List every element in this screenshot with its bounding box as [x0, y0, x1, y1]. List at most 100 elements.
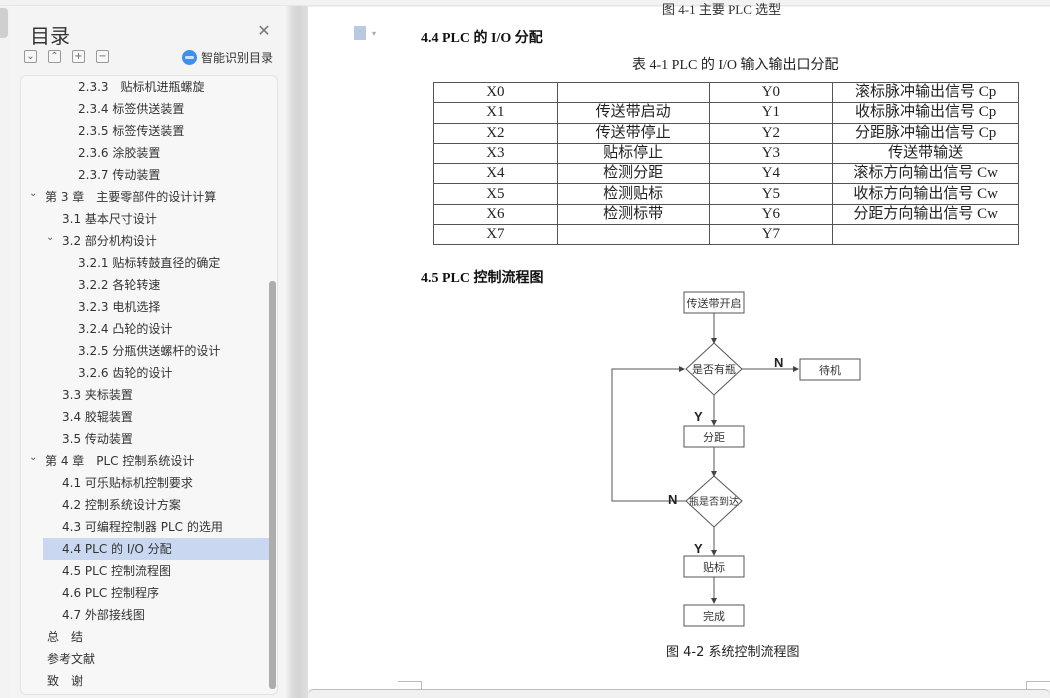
- toc-item[interactable]: 3.2.6 齿轮的设计: [21, 362, 269, 384]
- toc-item[interactable]: 2.3.7 传动装置: [21, 164, 269, 186]
- input-address-cell: X1: [433, 102, 558, 124]
- chevron-down-icon[interactable]: ▾: [372, 29, 377, 38]
- toc-item[interactable]: 4.5 PLC 控制流程图: [21, 560, 269, 582]
- toc-item-label: 4.6 PLC 控制程序: [62, 586, 160, 600]
- zoom-in-button[interactable]: +: [72, 50, 85, 63]
- sidebar-title: 目录: [30, 24, 70, 48]
- toc-item[interactable]: 2.3.5 标签传送装置: [21, 120, 269, 142]
- toc-item[interactable]: 4.3 可编程控制器 PLC 的选用: [21, 516, 269, 538]
- document-icon[interactable]: [354, 26, 366, 40]
- toc-item-label: 3.2.1 贴标转鼓直径的确定: [78, 256, 221, 270]
- toc-item[interactable]: 总 结: [21, 626, 269, 648]
- input-function-cell: 贴标停止: [556, 142, 710, 165]
- toc-item[interactable]: 3.4 胶辊装置: [21, 406, 269, 428]
- output-function-cell: 滚标脉冲输出信号 Cp: [832, 81, 1019, 104]
- flow-separate-text: 分距: [703, 431, 725, 444]
- expand-all-button[interactable]: ⌃: [48, 50, 61, 63]
- input-address-cell: X5: [433, 183, 558, 205]
- flow-label-text: 贴标: [703, 560, 725, 574]
- input-function-cell: 检测贴标: [556, 183, 710, 205]
- toc-sidebar: 目录 ✕ ⌄ ⌃ + − 智能识别目录 2.3.3 贴标机进瓶螺旋 2.3.4 标…: [10, 6, 286, 698]
- toc-scrollbar[interactable]: [269, 281, 276, 689]
- toc-item[interactable]: ⌄第 4 章 PLC 控制系统设计: [21, 450, 269, 472]
- toc-item[interactable]: 4.2 控制系统设计方案: [21, 494, 269, 516]
- toc-item-label: 第 3 章 主要零部件的设计计算: [45, 190, 217, 204]
- output-function-cell: 滚标方向输出信号 Cw: [832, 163, 1019, 185]
- toc-item-label: 4.1 可乐贴标机控制要求: [62, 476, 193, 490]
- toc-item[interactable]: 3.1 基本尺寸设计: [21, 208, 269, 230]
- input-function-cell: 检测分距: [556, 163, 710, 185]
- close-icon[interactable]: ✕: [257, 21, 271, 40]
- horizontal-scrollbar[interactable]: [308, 689, 1050, 698]
- toc-item[interactable]: 4.7 外部接线图: [21, 604, 269, 626]
- toc-item[interactable]: 4.1 可乐贴标机控制要求: [21, 472, 269, 494]
- toc-item-label: 2.3.4 标签供送装置: [78, 102, 185, 116]
- toc-item[interactable]: 2.3.4 标签供送装置: [21, 98, 269, 120]
- input-address-cell: X4: [433, 163, 558, 185]
- output-address-cell: Y6: [708, 203, 834, 226]
- output-address-cell: Y1: [708, 102, 834, 124]
- toc-item-label: 3.5 传动装置: [62, 432, 133, 446]
- output-function-cell: 传送带输送: [832, 142, 1019, 165]
- toc-item[interactable]: ⌄3.2 部分机构设计: [21, 230, 269, 252]
- toc-item-label: 参考文献: [47, 652, 96, 666]
- chevron-down-icon[interactable]: ⌄: [29, 452, 38, 463]
- flow-start-text: 传送带开启: [687, 296, 742, 310]
- toc-item-label: 3.2.5 分瓶供送螺杆的设计: [78, 344, 221, 358]
- toc-item[interactable]: 4.6 PLC 控制程序: [21, 582, 269, 604]
- toc-item[interactable]: 3.2.2 各轮转速: [21, 274, 269, 296]
- smart-toc-icon: [182, 50, 197, 65]
- toc-item[interactable]: 3.2.5 分瓶供送螺杆的设计: [21, 340, 269, 362]
- smart-toc-button[interactable]: 智能识别目录: [182, 49, 273, 66]
- toc-item-label: 3.4 胶辊装置: [62, 410, 133, 424]
- toc-item-label: 2.3.5 标签传送装置: [78, 124, 185, 138]
- toc-item-label: 2.3.6 涂胶装置: [78, 146, 161, 160]
- toc-item[interactable]: 2.3.3 贴标机进瓶螺旋: [21, 76, 269, 98]
- table-caption: 表 4-1 PLC 的 I/O 输入输出口分配: [632, 58, 839, 73]
- top-toolbar-strip: [0, 0, 1050, 6]
- input-function-cell: 检测标带: [556, 203, 710, 226]
- zoom-out-button[interactable]: −: [96, 50, 109, 63]
- output-address-cell: Y3: [708, 142, 834, 165]
- chevron-down-icon[interactable]: ⌄: [29, 188, 38, 199]
- toc-item[interactable]: 3.2.4 凸轮的设计: [21, 318, 269, 340]
- input-address-cell: X3: [433, 142, 558, 165]
- page-corner-mark: [1026, 681, 1050, 693]
- left-rail-handle[interactable]: [0, 8, 8, 38]
- collapse-all-button[interactable]: ⌄: [24, 50, 37, 63]
- toc-item-label: 2.3.3 贴标机进瓶螺旋: [78, 80, 205, 94]
- input-function-cell: [556, 81, 710, 104]
- output-address-cell: Y0: [708, 81, 834, 104]
- toc-item[interactable]: 3.2.1 贴标转鼓直径的确定: [21, 252, 269, 274]
- flow-done-box: [683, 604, 745, 627]
- flow-no-label-1: N: [774, 355, 783, 370]
- output-address-cell: Y5: [708, 183, 834, 205]
- flow-standby-text: 待机: [819, 363, 841, 377]
- toc-item[interactable]: 3.3 夹标装置: [21, 384, 269, 406]
- pane-divider[interactable]: [286, 6, 308, 698]
- input-function-cell: 传送带启动: [556, 102, 710, 124]
- input-address-cell: X7: [433, 224, 558, 246]
- section-heading-4-4: 4.4 PLC 的 I/O 分配: [421, 31, 543, 46]
- flowchart: 传送带开启 是否有瓶 待机 分距 瓶是否到达 贴标 完成 N Y N Y: [611, 291, 861, 627]
- toc-item[interactable]: 3.5 传动装置: [21, 428, 269, 450]
- figure-caption: 图 4-2 系统控制流程图: [666, 645, 800, 660]
- toc-item[interactable]: 2.3.6 涂胶装置: [21, 142, 269, 164]
- toc-item[interactable]: 4.4 PLC 的 I/O 分配: [43, 538, 269, 560]
- section-heading-4-5: 4.5 PLC 控制流程图: [421, 271, 544, 286]
- toc-item[interactable]: ⌄ 第 3 章 主要零部件的设计计算: [21, 186, 269, 208]
- toc-item[interactable]: 致 谢: [21, 670, 269, 692]
- toc-item[interactable]: 参考文献: [21, 648, 269, 670]
- output-function-cell: [832, 224, 1019, 246]
- chevron-down-icon[interactable]: ⌄: [46, 232, 55, 243]
- toc-item[interactable]: 3.2.3 电机选择: [21, 296, 269, 318]
- output-function-cell: 分距脉冲输出信号 Cp: [832, 122, 1019, 144]
- page-corner-mark: [398, 681, 422, 693]
- output-function-cell: 收标方向输出信号 Cw: [832, 183, 1019, 205]
- flow-yes-label-1: Y: [694, 409, 703, 424]
